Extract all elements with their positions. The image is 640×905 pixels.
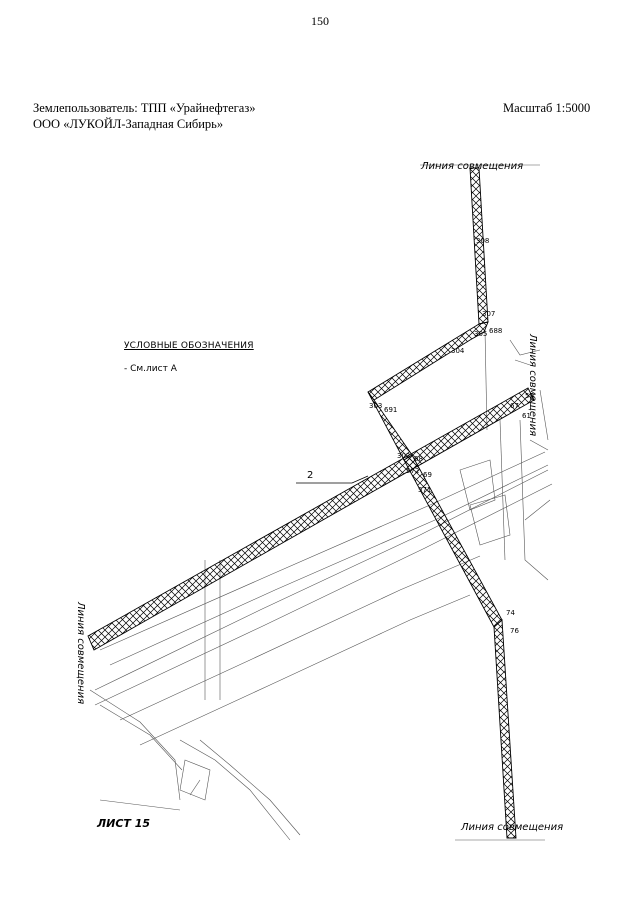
- point-label: 69: [423, 471, 432, 479]
- point-label: 68: [414, 455, 423, 463]
- corridor-down-right: [403, 454, 503, 628]
- land-user-line-2: ООО «ЛУКОЙЛ-Западная Сибирь»: [33, 117, 224, 131]
- corridor-bottom-vertical: [493, 619, 517, 839]
- point-label: 304: [451, 347, 465, 355]
- point-label: 67: [510, 402, 519, 410]
- match-line-label-bottom: Линия совмещения: [461, 822, 564, 833]
- corridor-top-vertical: [469, 167, 489, 325]
- background-linework: [89, 164, 553, 841]
- match-line-label-top: Линия совмещения: [421, 161, 524, 172]
- point-label: 74: [506, 609, 515, 617]
- legend-item: - См.лист А: [124, 364, 177, 374]
- match-line-label-left: Линия совмещения: [75, 602, 86, 705]
- point-label: 61: [522, 412, 531, 420]
- corridor-bend: [367, 321, 489, 401]
- match-line-label-right: Линия совмещения: [527, 334, 538, 437]
- point-label: 307: [482, 310, 496, 318]
- point-label: 308: [476, 237, 490, 245]
- point-label: 688: [489, 327, 503, 335]
- point-label: 305: [474, 330, 488, 338]
- pipeline-corridors: [87, 167, 535, 839]
- scale-label: Масштаб 1:5000: [503, 101, 591, 115]
- corridor-main-diagonal: [87, 387, 535, 651]
- point-label: 691: [384, 406, 398, 414]
- point-label: 302: [397, 452, 411, 460]
- land-user-line-1: Землепользователь: ТПП «Урайнефтегаз»: [33, 101, 256, 115]
- page-number: 150: [311, 14, 329, 28]
- callout-leader: [296, 475, 369, 484]
- point-label: 572: [406, 467, 420, 475]
- callout-label: 2: [307, 470, 314, 481]
- sheet-label: ЛИСТ 15: [97, 817, 151, 830]
- point-label: 571: [418, 486, 432, 494]
- point-label: 303: [369, 402, 383, 410]
- legend-title: УСЛОВНЫЕ ОБОЗНАЧЕНИЯ: [124, 341, 254, 351]
- point-label: 76: [510, 627, 519, 635]
- point-label: 59: [525, 392, 534, 400]
